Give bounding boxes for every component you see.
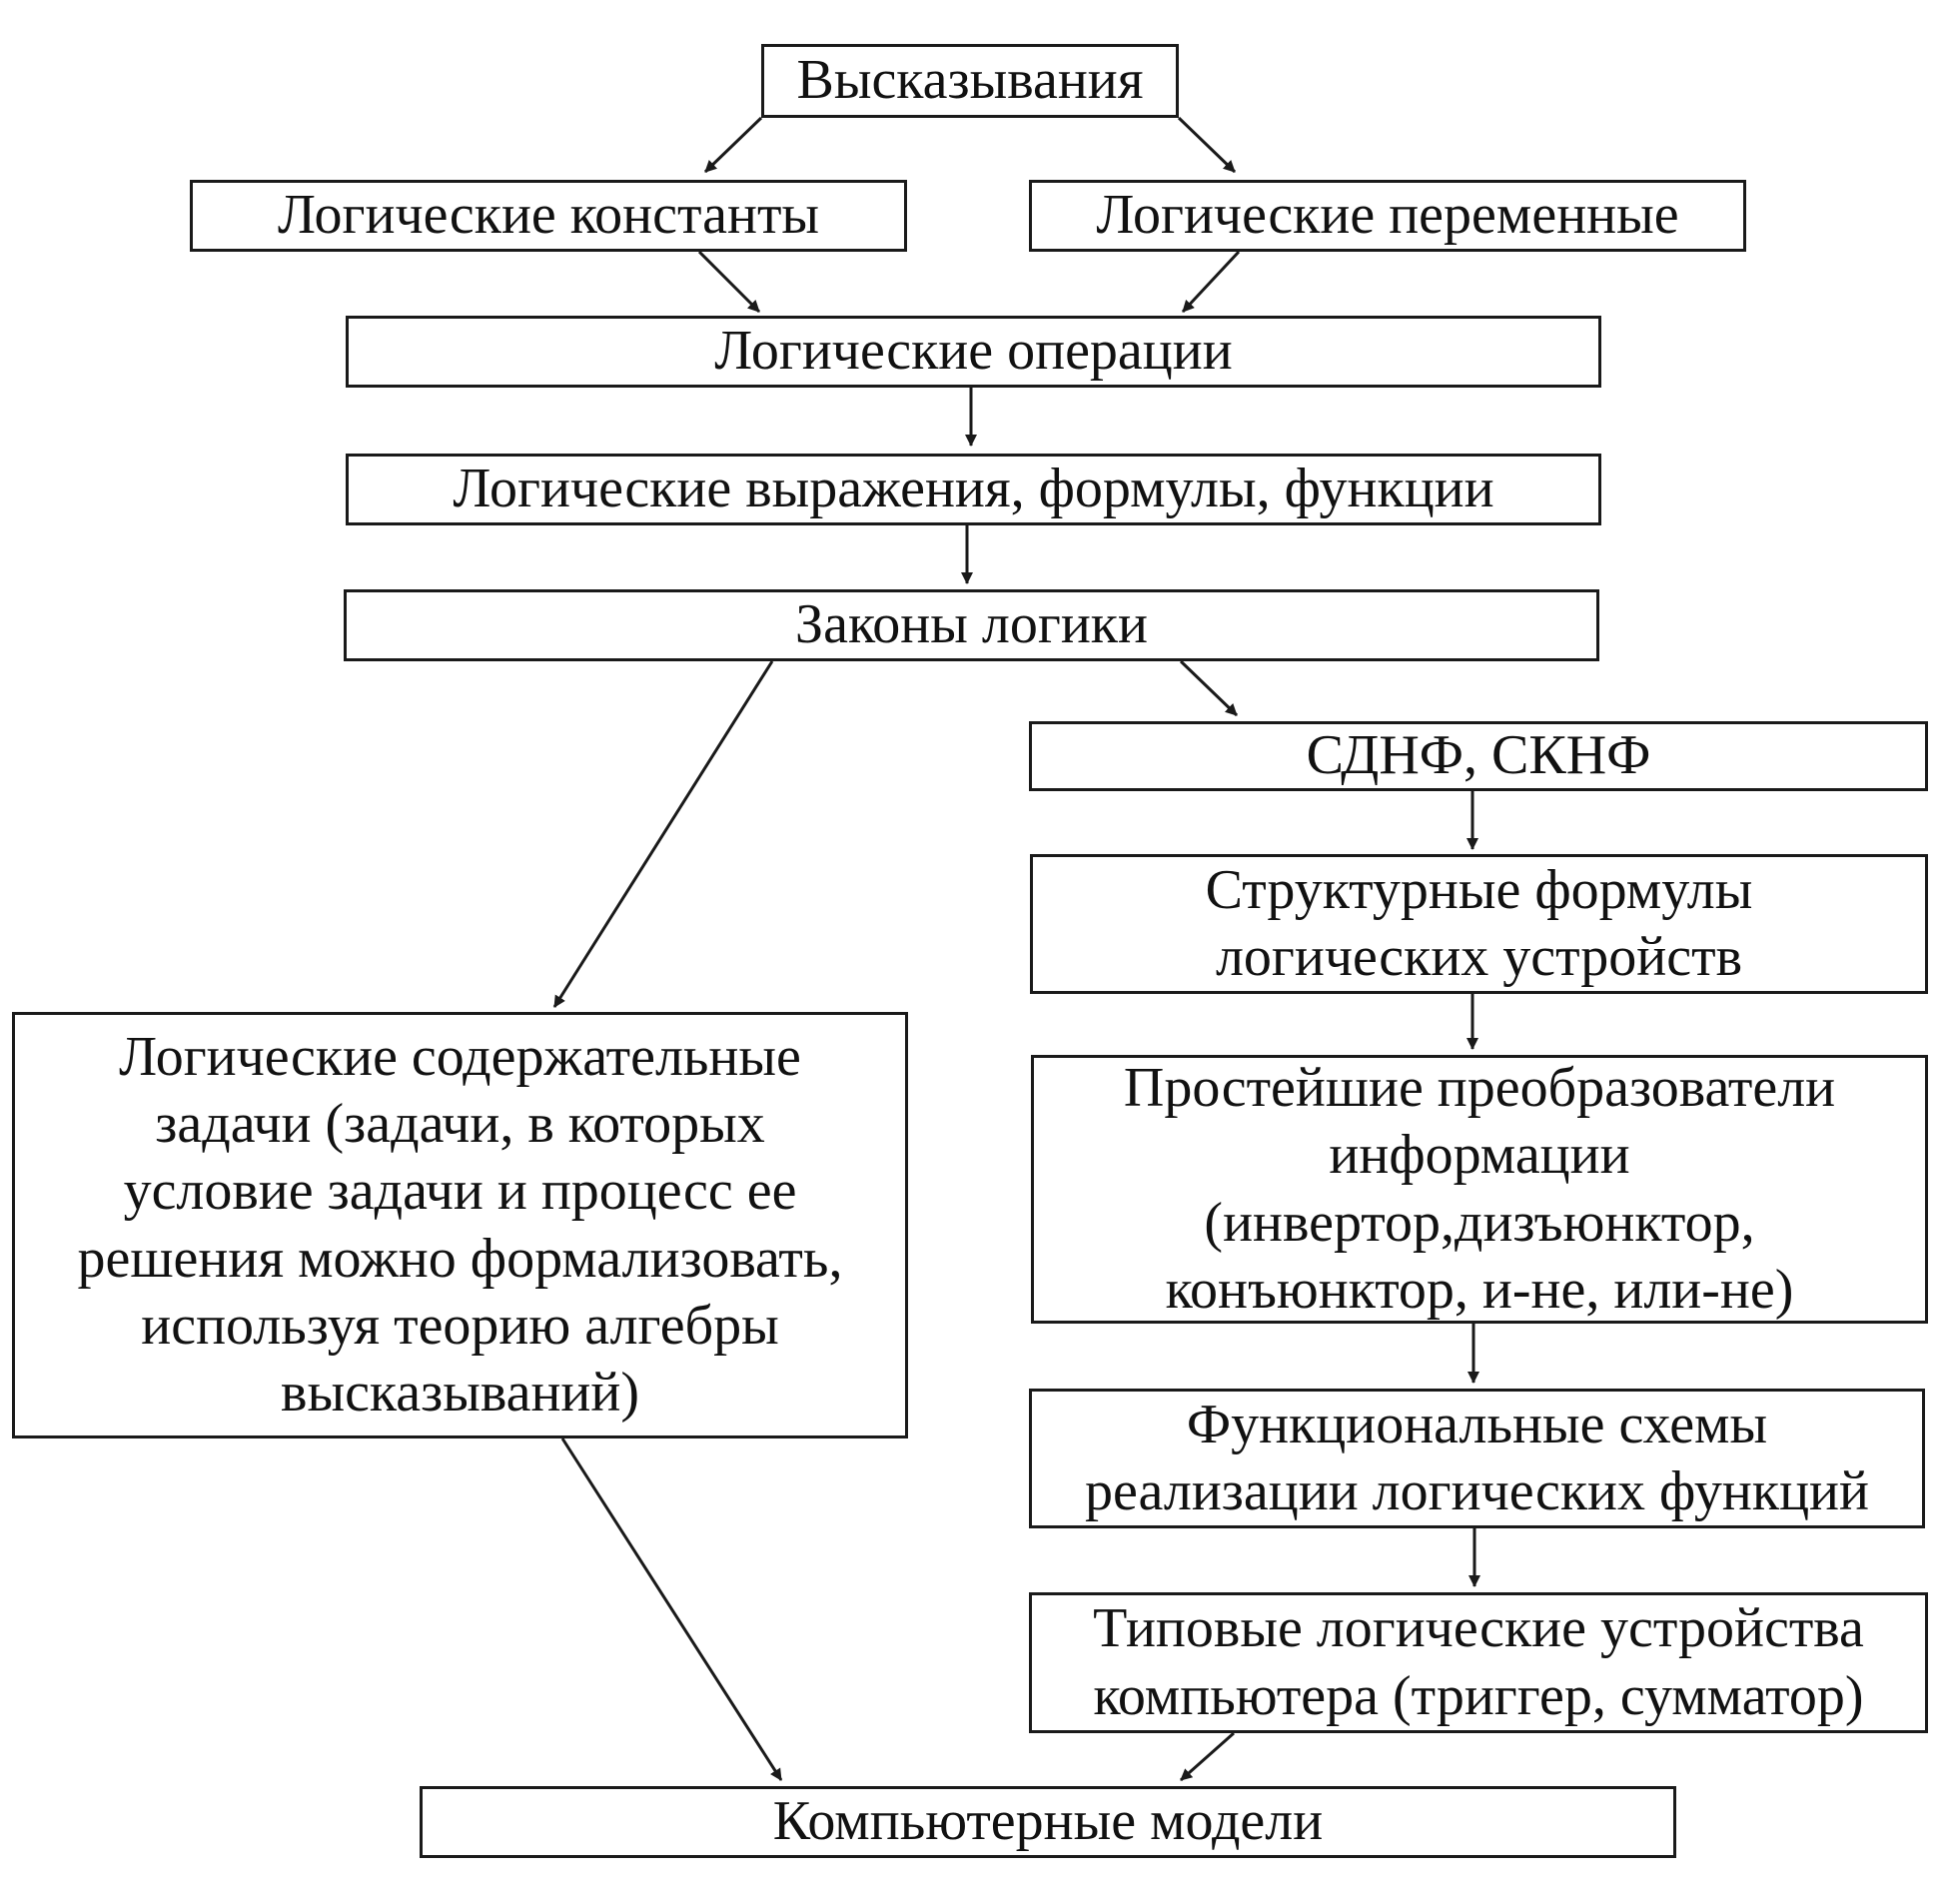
- node-logical-variables: Логические переменные: [1029, 180, 1746, 252]
- node-simple-converters: Простейшие преобразователи информации (и…: [1031, 1055, 1928, 1324]
- node-functional-schemes: Функциональные схемы реализации логическ…: [1029, 1389, 1925, 1528]
- node-computer-models: Компьютерные модели: [420, 1786, 1676, 1858]
- node-logical-constants: Логические константы: [190, 180, 907, 252]
- arrow-variables-to-operations: [1181, 250, 1241, 314]
- arrow-constants-to-operations: [697, 250, 761, 314]
- node-typical-devices: Типовые логические устройства компьютера…: [1029, 1592, 1928, 1733]
- arrow-statements-to-constants: [703, 116, 763, 174]
- node-laws-of-logic: Законы логики: [344, 589, 1599, 661]
- node-statements: Высказывания: [761, 44, 1179, 118]
- arrow-laws-to-tasks: [552, 660, 774, 1008]
- node-logical-tasks: Логические содержательные задачи (задачи…: [12, 1012, 908, 1438]
- arrow-tasks-to-models: [560, 1437, 783, 1781]
- arrow-laws-to-sdnf: [1179, 659, 1239, 717]
- node-structural-formulas: Структурные формулы логических устройств: [1030, 854, 1928, 994]
- arrow-statements-to-variables: [1177, 116, 1237, 174]
- node-logical-operations: Логические операции: [346, 316, 1601, 388]
- arrow-typical-to-models: [1180, 1731, 1235, 1782]
- node-sdnf-sknf: СДНФ, СКНФ: [1029, 721, 1928, 791]
- node-logical-expressions: Логические выражения, формулы, функции: [346, 454, 1601, 525]
